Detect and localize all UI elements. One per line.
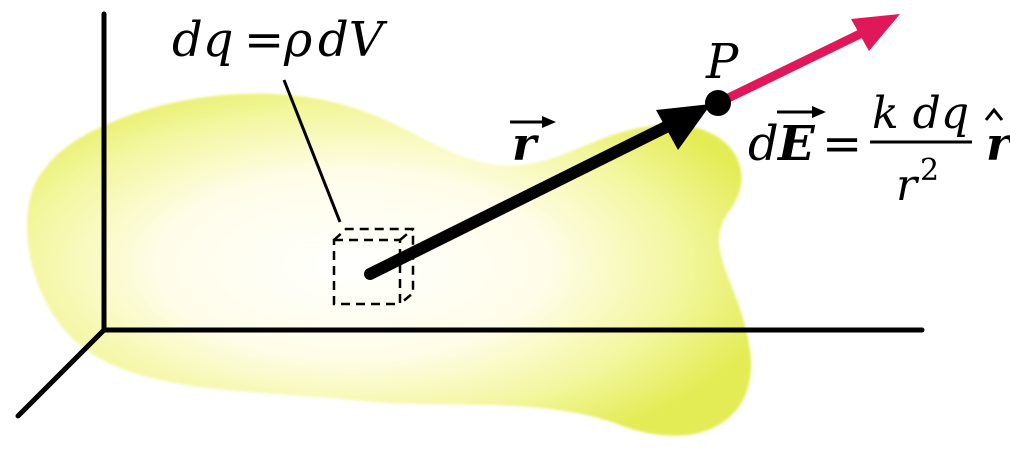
- equation-equals: =: [822, 116, 862, 172]
- r-letter: r: [512, 117, 540, 171]
- dq-text: dq: [172, 12, 233, 68]
- denominator-r: r: [896, 160, 920, 211]
- r-vector-label: r: [510, 116, 556, 171]
- field-equation: d E = k dq r 2 r: [748, 88, 1010, 211]
- denominator-exponent: 2: [920, 153, 939, 188]
- charge-element-label: dq = ρ dV: [172, 12, 388, 68]
- y-axis: [15, 327, 107, 419]
- r-hat-caret: [984, 107, 1004, 121]
- dv-text: dV: [318, 12, 388, 68]
- volume-element-cube: [332, 227, 415, 306]
- point-p-label: P: [705, 34, 739, 90]
- equals-sign: =: [244, 12, 284, 68]
- r-vector-arrow: [364, 104, 711, 280]
- label-leader-line: [282, 79, 342, 223]
- numerator-kdq: k dq: [872, 88, 969, 139]
- coordinate-axes: [15, 11, 925, 419]
- rho-symbol: ρ: [283, 12, 312, 68]
- r-hat-letter: r: [986, 117, 1010, 171]
- dE-E: E: [776, 116, 816, 172]
- dE-d: d: [748, 116, 779, 172]
- point-p-dot: [705, 90, 731, 116]
- field-vector-arrow: [716, 14, 900, 108]
